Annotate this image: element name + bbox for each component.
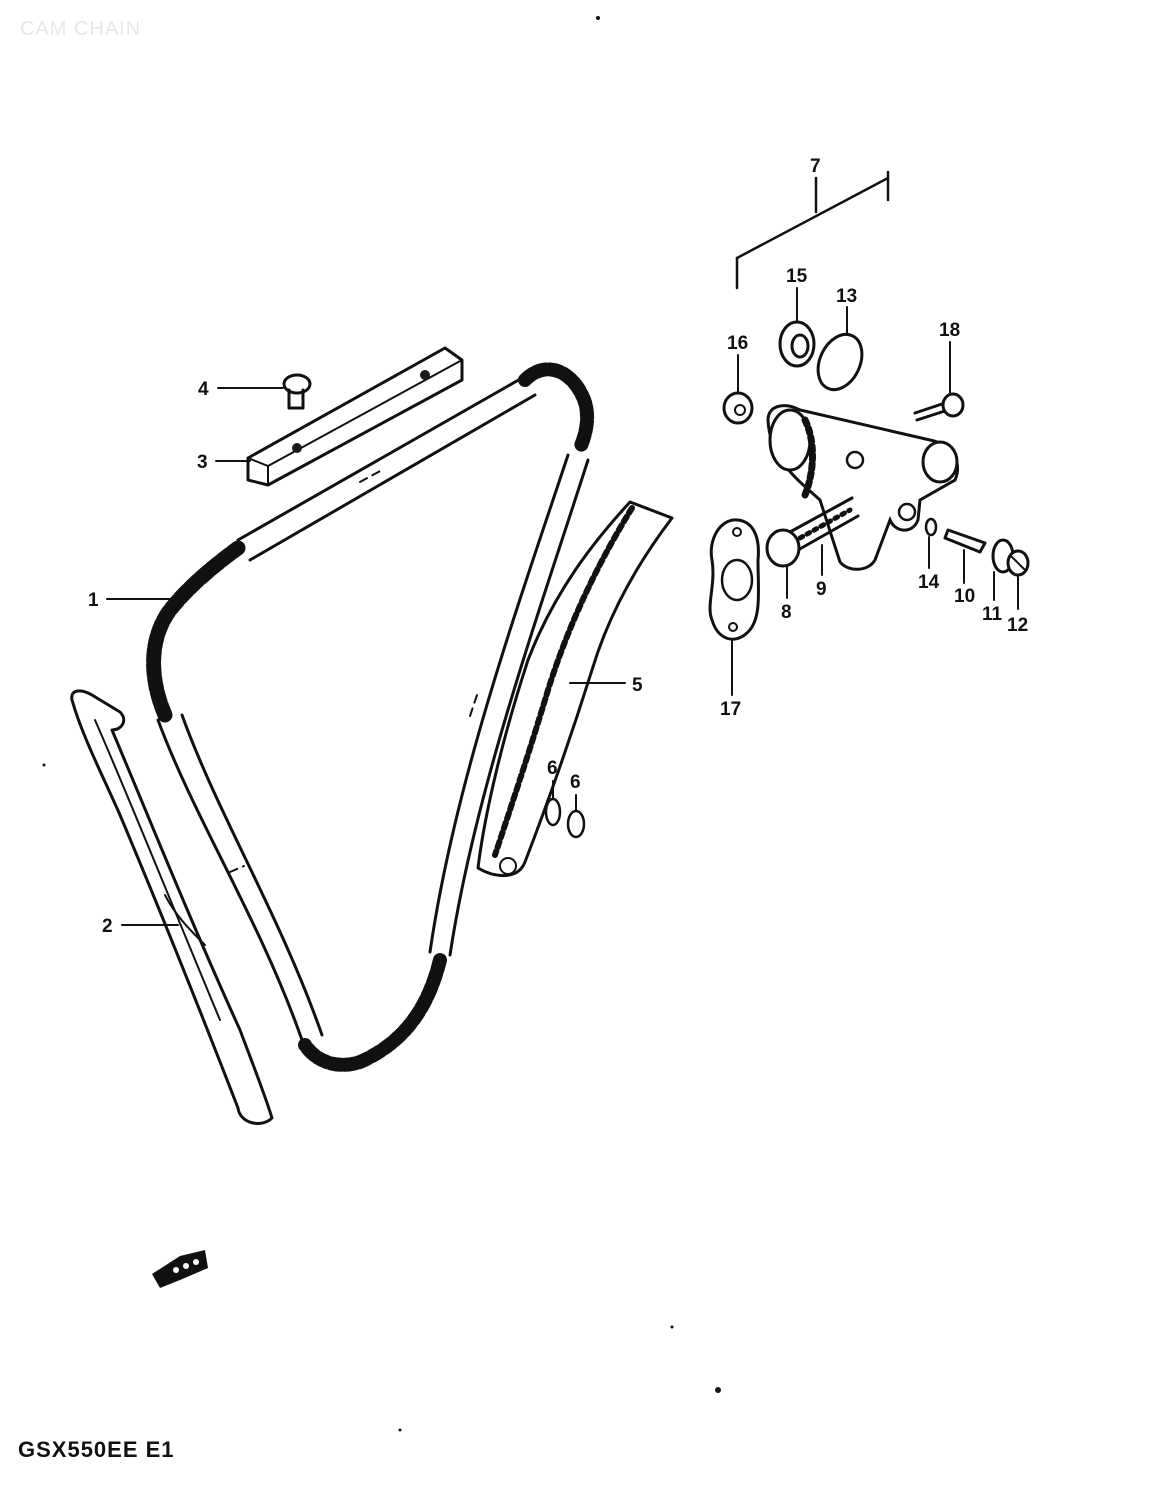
cam-chain bbox=[146, 362, 594, 1072]
callout-1: 1 bbox=[88, 590, 99, 611]
leader-lines bbox=[106, 287, 1019, 926]
page-watermark: CAM CHAIN bbox=[20, 18, 142, 40]
front-arrow-icon bbox=[152, 1250, 208, 1288]
callout-8: 8 bbox=[781, 602, 792, 623]
callout-7: 7 bbox=[810, 156, 821, 177]
callout-2: 2 bbox=[102, 916, 113, 937]
bolt-4 bbox=[282, 373, 312, 410]
callout-16: 16 bbox=[727, 333, 748, 354]
dowel-pins-6 bbox=[544, 797, 586, 839]
cam-chain-guide-right bbox=[476, 500, 674, 877]
callout-17: 17 bbox=[720, 699, 741, 720]
callout-6b: 6 bbox=[570, 772, 581, 793]
scan-specks bbox=[42, 16, 721, 1432]
callout-4: 4 bbox=[198, 379, 209, 400]
callout-12: 12 bbox=[1007, 615, 1028, 636]
tensioner-assembly bbox=[708, 170, 1030, 641]
model-code: GSX550EE E1 bbox=[18, 1437, 175, 1462]
callout-11: 11 bbox=[982, 604, 1003, 625]
callout-3: 3 bbox=[197, 452, 208, 473]
cam-chain-top-guide bbox=[246, 346, 464, 487]
callout-labels: 1 2 3 4 5 6 6 7 8 9 10 11 12 13 14 15 16… bbox=[88, 156, 1028, 937]
cam-chain-guide-left bbox=[70, 689, 274, 1125]
callout-15: 15 bbox=[786, 266, 808, 287]
callout-18: 18 bbox=[939, 320, 960, 341]
callout-10: 10 bbox=[954, 586, 975, 607]
callout-9: 9 bbox=[816, 579, 827, 600]
callout-6a: 6 bbox=[547, 758, 558, 779]
callout-14: 14 bbox=[918, 572, 940, 593]
callout-13: 13 bbox=[836, 286, 857, 307]
callout-5: 5 bbox=[632, 675, 643, 696]
